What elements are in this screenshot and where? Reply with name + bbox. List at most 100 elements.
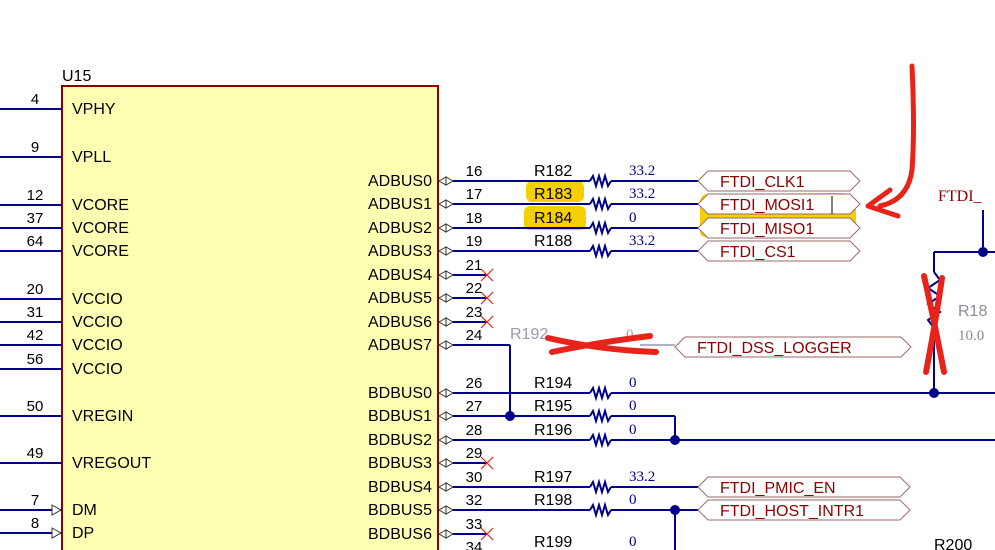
left-pin-number: 20: [27, 281, 44, 298]
left-pin-number: 12: [27, 187, 44, 204]
resistor-3-ref: R188: [534, 233, 572, 250]
net-label-6: [697, 499, 911, 521]
resistor-icon: [589, 242, 612, 260]
left-pin-number: 4: [31, 91, 39, 108]
left-pin-name: VCCIO: [72, 337, 123, 354]
net-label-1: [697, 193, 861, 215]
right-pin-name: BDBUS1: [368, 408, 432, 425]
right-pin-name: ADBUS3: [368, 243, 432, 260]
resistor-1-value: 33.2: [629, 186, 655, 202]
resistor-0-value: 33.2: [629, 163, 655, 179]
left-pin-number: 56: [27, 351, 44, 368]
markup-cross-stroke: [545, 335, 659, 355]
left-pin-name: VREGIN: [72, 408, 133, 425]
input-arrow-icon: [51, 527, 63, 539]
net-label-4: [674, 336, 912, 358]
left-pin-number: 8: [31, 515, 39, 532]
left-pin-name: VPHY: [72, 101, 116, 118]
right-pin-name: ADBUS6: [368, 314, 432, 331]
net-label-2: [697, 217, 861, 239]
chip-ref: U15: [62, 68, 91, 85]
left-pin-number: 31: [27, 304, 44, 321]
resistor-r194-value: 0: [629, 375, 637, 391]
net-label-0: [697, 170, 861, 192]
resistor-0-ref: R182: [534, 163, 572, 180]
no-connect-mark: [480, 268, 494, 282]
bidir-pin-icon: [437, 458, 455, 468]
junction-dot: [670, 435, 680, 445]
no-connect-mark: [480, 527, 494, 541]
resistor-r194-ref: R194: [534, 375, 572, 392]
junction-dot: [978, 247, 988, 257]
net-label-text: FTDI_HOST_INTR1: [720, 503, 864, 520]
right-pin-number: 33: [466, 516, 483, 533]
no-connect-mark: [480, 291, 494, 305]
bidir-pin-icon: [437, 293, 455, 303]
right-pin-number: 34: [466, 539, 483, 550]
right-pin-number: 18: [466, 210, 483, 227]
left-pin-number: 49: [27, 445, 44, 462]
bidir-pin-icon: [437, 529, 455, 539]
right-pin-name: ADBUS7: [368, 337, 432, 354]
left-pin-name: VCORE: [72, 197, 129, 214]
net-label-text: FTDI_PMIC_EN: [720, 480, 836, 497]
markup-cross-stroke: [923, 275, 945, 375]
right-pin-name: ADBUS1: [368, 196, 432, 213]
bidir-pin-icon: [437, 482, 455, 492]
net-label-text: FTDI_MOSI1: [720, 197, 814, 214]
resistor-icon: [589, 501, 612, 519]
left-pin-number: 50: [27, 398, 44, 415]
net-label-partial: FTDI_: [938, 188, 983, 205]
net-label-text: FTDI_CLK1: [720, 174, 805, 191]
resistor-r197-ref: R197: [534, 469, 572, 486]
resistor-r195-value: 0: [629, 398, 637, 414]
bidir-pin-icon: [437, 340, 455, 350]
resistor-icon: [589, 431, 612, 449]
right-pin-name: BDBUS4: [368, 479, 432, 496]
bidir-pin-icon: [437, 199, 455, 209]
right-pin-number: 19: [466, 233, 483, 250]
net-label-text: FTDI_CS1: [720, 244, 796, 261]
right-pin-number: 22: [466, 280, 483, 297]
left-pin-number: 64: [27, 233, 44, 250]
left-pin-number: 9: [31, 139, 39, 156]
right-pin-name: BDBUS3: [368, 455, 432, 472]
no-connect-mark: [480, 456, 494, 470]
bidir-pin-icon: [437, 317, 455, 327]
left-pin-number: 37: [27, 210, 44, 227]
bidir-pin-icon: [437, 388, 455, 398]
markup-cross-stroke: [549, 333, 653, 355]
right-pin-name: ADBUS5: [368, 290, 432, 307]
right-pin-name: ADBUS4: [368, 267, 432, 284]
resistor-r195-ref: R195: [534, 398, 572, 415]
highlight-r184: [524, 206, 586, 230]
resistor-icon: [589, 384, 612, 402]
right-pin-number: 32: [466, 492, 483, 509]
net-label-3: [697, 240, 861, 262]
right-pin-number: 30: [466, 469, 483, 486]
right-pin-number: 26: [466, 375, 483, 392]
left-pin-name: VCCIO: [72, 361, 123, 378]
net-label-5: [697, 476, 911, 498]
bidir-pin-icon: [437, 411, 455, 421]
highlight-r183: [526, 181, 584, 202]
resistor-2-ref: R184: [534, 210, 572, 227]
resistor-r196-value: 0: [629, 422, 637, 438]
left-pin-name: VCCIO: [72, 291, 123, 308]
resistor-icon: [589, 172, 612, 190]
right-pin-name: BDBUS6: [368, 526, 432, 543]
bidir-pin-icon: [437, 223, 455, 233]
resistor-r198-value: 0: [629, 492, 637, 508]
input-arrow-icon: [51, 504, 63, 516]
resistor-r192-ref: R192: [510, 326, 548, 343]
left-pin-name: VCCIO: [72, 314, 123, 331]
right-pin-number: 21: [466, 257, 483, 274]
markup-arrow-head-icon: [865, 187, 901, 219]
right-pin-number: 17: [466, 186, 483, 203]
bidir-pin-icon: [437, 270, 455, 280]
resistor-r199-ref: R199: [534, 534, 572, 550]
right-pin-number: 16: [466, 163, 483, 180]
resistor-2-value: 0: [629, 210, 637, 226]
bidir-pin-icon: [437, 176, 455, 186]
left-pin-name: VCORE: [72, 243, 129, 260]
